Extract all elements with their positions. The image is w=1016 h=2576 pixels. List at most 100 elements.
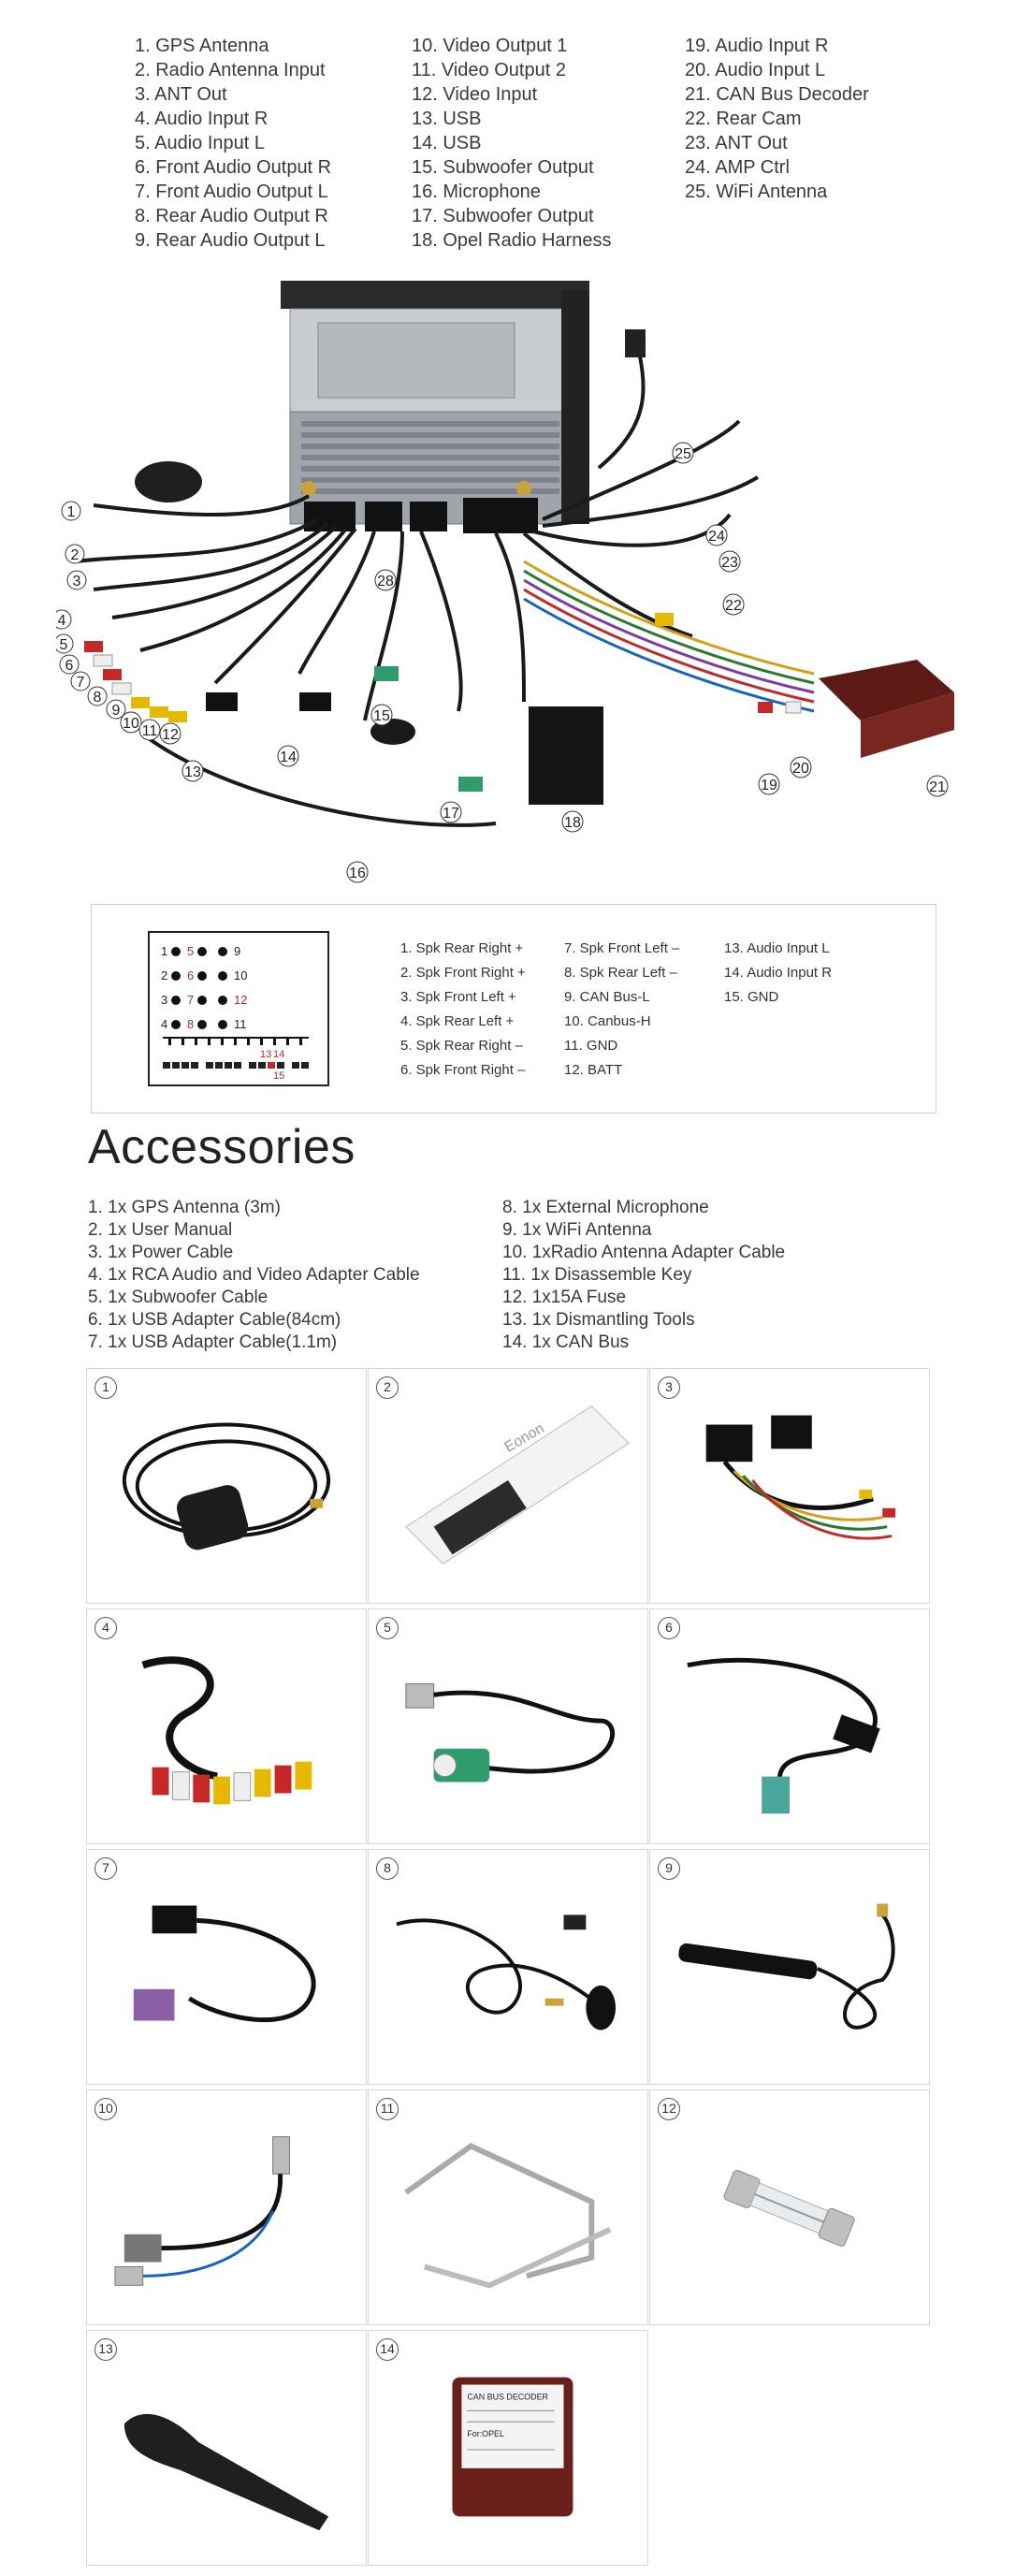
legend-item: 23. ANT Out [685, 133, 788, 153]
radio-adapter-icon [114, 2136, 290, 2286]
callout-label: 6 [65, 658, 74, 674]
legend-item: 19. Audio Input R [685, 36, 829, 56]
legend-item: 24. AMP Ctrl [685, 157, 790, 178]
callout-label: 13 [184, 764, 201, 780]
accessory-card-power-cable: 3 [649, 1368, 930, 1604]
card-number-badge: 10 [94, 2098, 117, 2120]
legend-column-3: 19. Audio Input R 20. Audio Input L 21. … [685, 34, 869, 253]
legend-item: 21. CAN Bus Decoder [685, 84, 869, 105]
legend-item: 15. Subwoofer Output [412, 157, 594, 178]
canbus-label-title: CAN BUS DECODER [467, 2392, 548, 2401]
callout-label: 16 [349, 866, 366, 881]
power-cable-icon [705, 1415, 896, 1540]
pin-item: 4. Spk Rear Left + [400, 1013, 515, 1029]
canbus-box-icon: CAN BUS DECODER For:OPEL [452, 2377, 573, 2517]
callout-label: 12 [162, 727, 179, 743]
accessories-list-column-1: 1. 1x GPS Antenna (3m) 2. 1x User Manual… [88, 1197, 420, 1354]
fuse-icon [723, 2169, 855, 2247]
accessory-item: 13. 1x Dismantling Tools [502, 1310, 695, 1330]
accessory-item: 8. 1x External Microphone [502, 1198, 709, 1217]
callout-label: 10 [123, 716, 139, 732]
pin-item: 6. Spk Front Right – [400, 1062, 526, 1078]
pin-label: 14 [273, 1049, 284, 1060]
pin-item: 8. Spk Rear Left – [564, 965, 677, 981]
accessory-card-wifi-antenna: 9 [649, 1849, 930, 2085]
pin-list-column-1: 1. Spk Rear Right + 2. Spk Front Right +… [400, 937, 526, 1083]
legend-item: 20. Audio Input L [685, 60, 826, 80]
usb-plug-icon [299, 692, 331, 711]
callout-label: 5 [60, 637, 68, 653]
microphone-icon [396, 1914, 617, 2030]
wiring-diagram: 1 2 3 4 5 6 7 8 9 10 11 12 13 14 15 16 1… [56, 281, 964, 898]
card-number-badge: 13 [94, 2338, 117, 2361]
card-number-badge: 3 [658, 1376, 680, 1399]
legend-item: 16. Microphone [412, 182, 541, 202]
diagram-callouts: 1 2 3 4 5 6 7 8 9 10 11 12 13 14 15 16 1… [56, 442, 949, 883]
accessory-card-gps-antenna: 1 [86, 1368, 367, 1604]
usb-cable-long-icon [133, 1905, 316, 2022]
legend-item: 25. WiFi Antenna [685, 182, 828, 202]
card-number-badge: 5 [376, 1617, 399, 1639]
legend-item: 1. GPS Antenna [135, 36, 269, 56]
pin-item: 3. Spk Front Left + [400, 989, 516, 1005]
accessory-card-subwoofer-cable: 5 [368, 1608, 648, 1844]
connection-legend: 1. GPS Antenna 2. Radio Antenna Input 3.… [135, 34, 958, 253]
pin-item: 12. BATT [564, 1062, 623, 1078]
accessory-card-pry-tool: 13 [86, 2330, 367, 2566]
accessory-card-fuse: 12 [649, 2089, 930, 2325]
rca-cable-icon [141, 1656, 312, 1805]
usb-plug-icon [206, 692, 238, 711]
audio-input-r-plug-icon [758, 702, 773, 713]
card-number-badge: 14 [376, 2338, 399, 2361]
pin-label: 4 [161, 1017, 167, 1031]
legend-column-1: 1. GPS Antenna 2. Radio Antenna Input 3.… [135, 34, 412, 253]
pin-item: 10. Canbus-H [564, 1013, 651, 1029]
connector-pin-diagram: 1 5 9 2 6 10 3 7 12 4 8 11 [148, 931, 329, 1086]
legend-item: 14. USB [412, 133, 482, 153]
rear-cam-plug-icon [655, 613, 674, 626]
accessory-item: 2. 1x User Manual [88, 1220, 233, 1240]
callout-label: 15 [373, 708, 390, 724]
opel-harness-icon [529, 706, 603, 805]
subwoofer-plug-icon [374, 666, 399, 681]
accessory-item: 9. 1x WiFi Antenna [502, 1220, 652, 1240]
pin-label: 10 [234, 968, 247, 982]
legend-item: 17. Subwoofer Output [412, 206, 594, 226]
pin-item: 1. Spk Rear Right + [400, 940, 524, 956]
callout-label: 4 [58, 613, 66, 629]
accessory-item: 1. 1x GPS Antenna (3m) [88, 1198, 281, 1217]
pin-label: 15 [273, 1070, 284, 1082]
legend-item: 12. Video Input [412, 84, 538, 105]
canbus-decoder-icon [819, 660, 954, 758]
accessory-card-microphone: 8 [368, 1849, 648, 2085]
pin-label: 7 [187, 993, 194, 1007]
accessory-item: 10. 1xRadio Antenna Adapter Cable [502, 1243, 786, 1262]
callout-label: 17 [443, 806, 459, 822]
accessory-item: 14. 1x CAN Bus [502, 1332, 630, 1352]
legend-item: 4. Audio Input R [135, 109, 269, 129]
accessory-card-usb-cable-long: 7 [86, 1849, 367, 2085]
pin-label: 5 [187, 944, 194, 958]
accessory-item: 12. 1x15A Fuse [502, 1288, 627, 1307]
card-number-badge: 6 [658, 1617, 680, 1639]
callout-label: 23 [721, 555, 738, 571]
pinout-panel: 1 5 9 2 6 10 3 7 12 4 8 11 [91, 904, 936, 1113]
legend-item: 8. Rear Audio Output R [135, 206, 328, 226]
pin-label: 9 [234, 944, 240, 958]
canbus-label-model: For:OPEL [467, 2429, 504, 2438]
pin-item: 11. GND [564, 1038, 618, 1054]
card-number-badge: 7 [94, 1857, 117, 1880]
accessory-item: 5. 1x Subwoofer Cable [88, 1288, 269, 1307]
callout-label: 9 [112, 703, 121, 719]
legend-item: 7. Front Audio Output L [135, 182, 328, 202]
subwoofer-cable-icon [405, 1682, 616, 1783]
callout-label: 22 [725, 598, 742, 614]
pin-list-column-2: 7. Spk Front Left – 8. Spk Rear Left – 9… [564, 937, 679, 1083]
pin-item: 15. GND [724, 989, 779, 1005]
pin-label: 12 [234, 993, 247, 1007]
callout-label: 25 [675, 446, 691, 462]
wiring-diagram-illustration: 1 2 3 4 5 6 7 8 9 10 11 12 13 14 15 16 1… [56, 281, 954, 883]
pin-list-column-3: 13. Audio Input L 14. Audio Input R 15. … [724, 937, 832, 1010]
legend-column-2: 10. Video Output 1 11. Video Output 2 12… [412, 34, 685, 253]
callout-label: 14 [280, 750, 297, 765]
